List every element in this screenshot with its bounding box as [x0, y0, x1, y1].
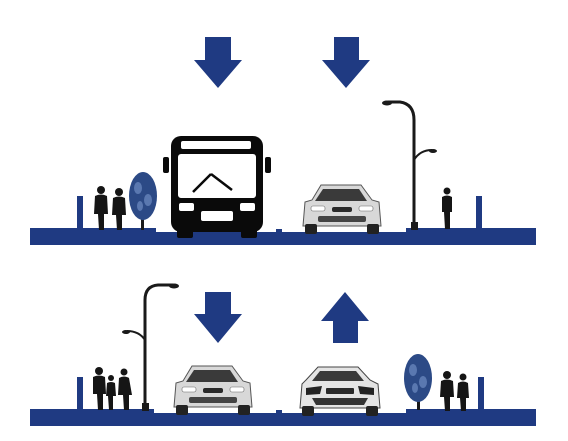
- bollard: [476, 196, 482, 229]
- bollard: [77, 196, 83, 229]
- tree-icon: [404, 354, 432, 410]
- pedestrians-icon: [94, 186, 126, 230]
- arrow-up-icon: [321, 292, 369, 343]
- road-surface: [30, 228, 536, 245]
- bollard: [478, 377, 484, 410]
- tree-icon: [129, 172, 157, 230]
- bollard: [77, 377, 83, 410]
- upper-section: [30, 37, 536, 245]
- car-rear-icon: [300, 367, 380, 416]
- arrow-down-icon: [194, 37, 242, 88]
- bus-icon: [163, 136, 271, 238]
- road-surface: [30, 409, 536, 426]
- pedestrians-icon: [440, 371, 469, 411]
- pedestrian-icon: [442, 188, 452, 230]
- car-icon: [174, 366, 252, 415]
- lower-section: [30, 284, 536, 427]
- pedestrians-icon: [93, 367, 132, 410]
- arrow-down-icon: [194, 292, 242, 343]
- street-lamp-icon: [382, 101, 437, 231]
- car-icon: [303, 185, 381, 234]
- arrow-down-icon: [322, 37, 370, 88]
